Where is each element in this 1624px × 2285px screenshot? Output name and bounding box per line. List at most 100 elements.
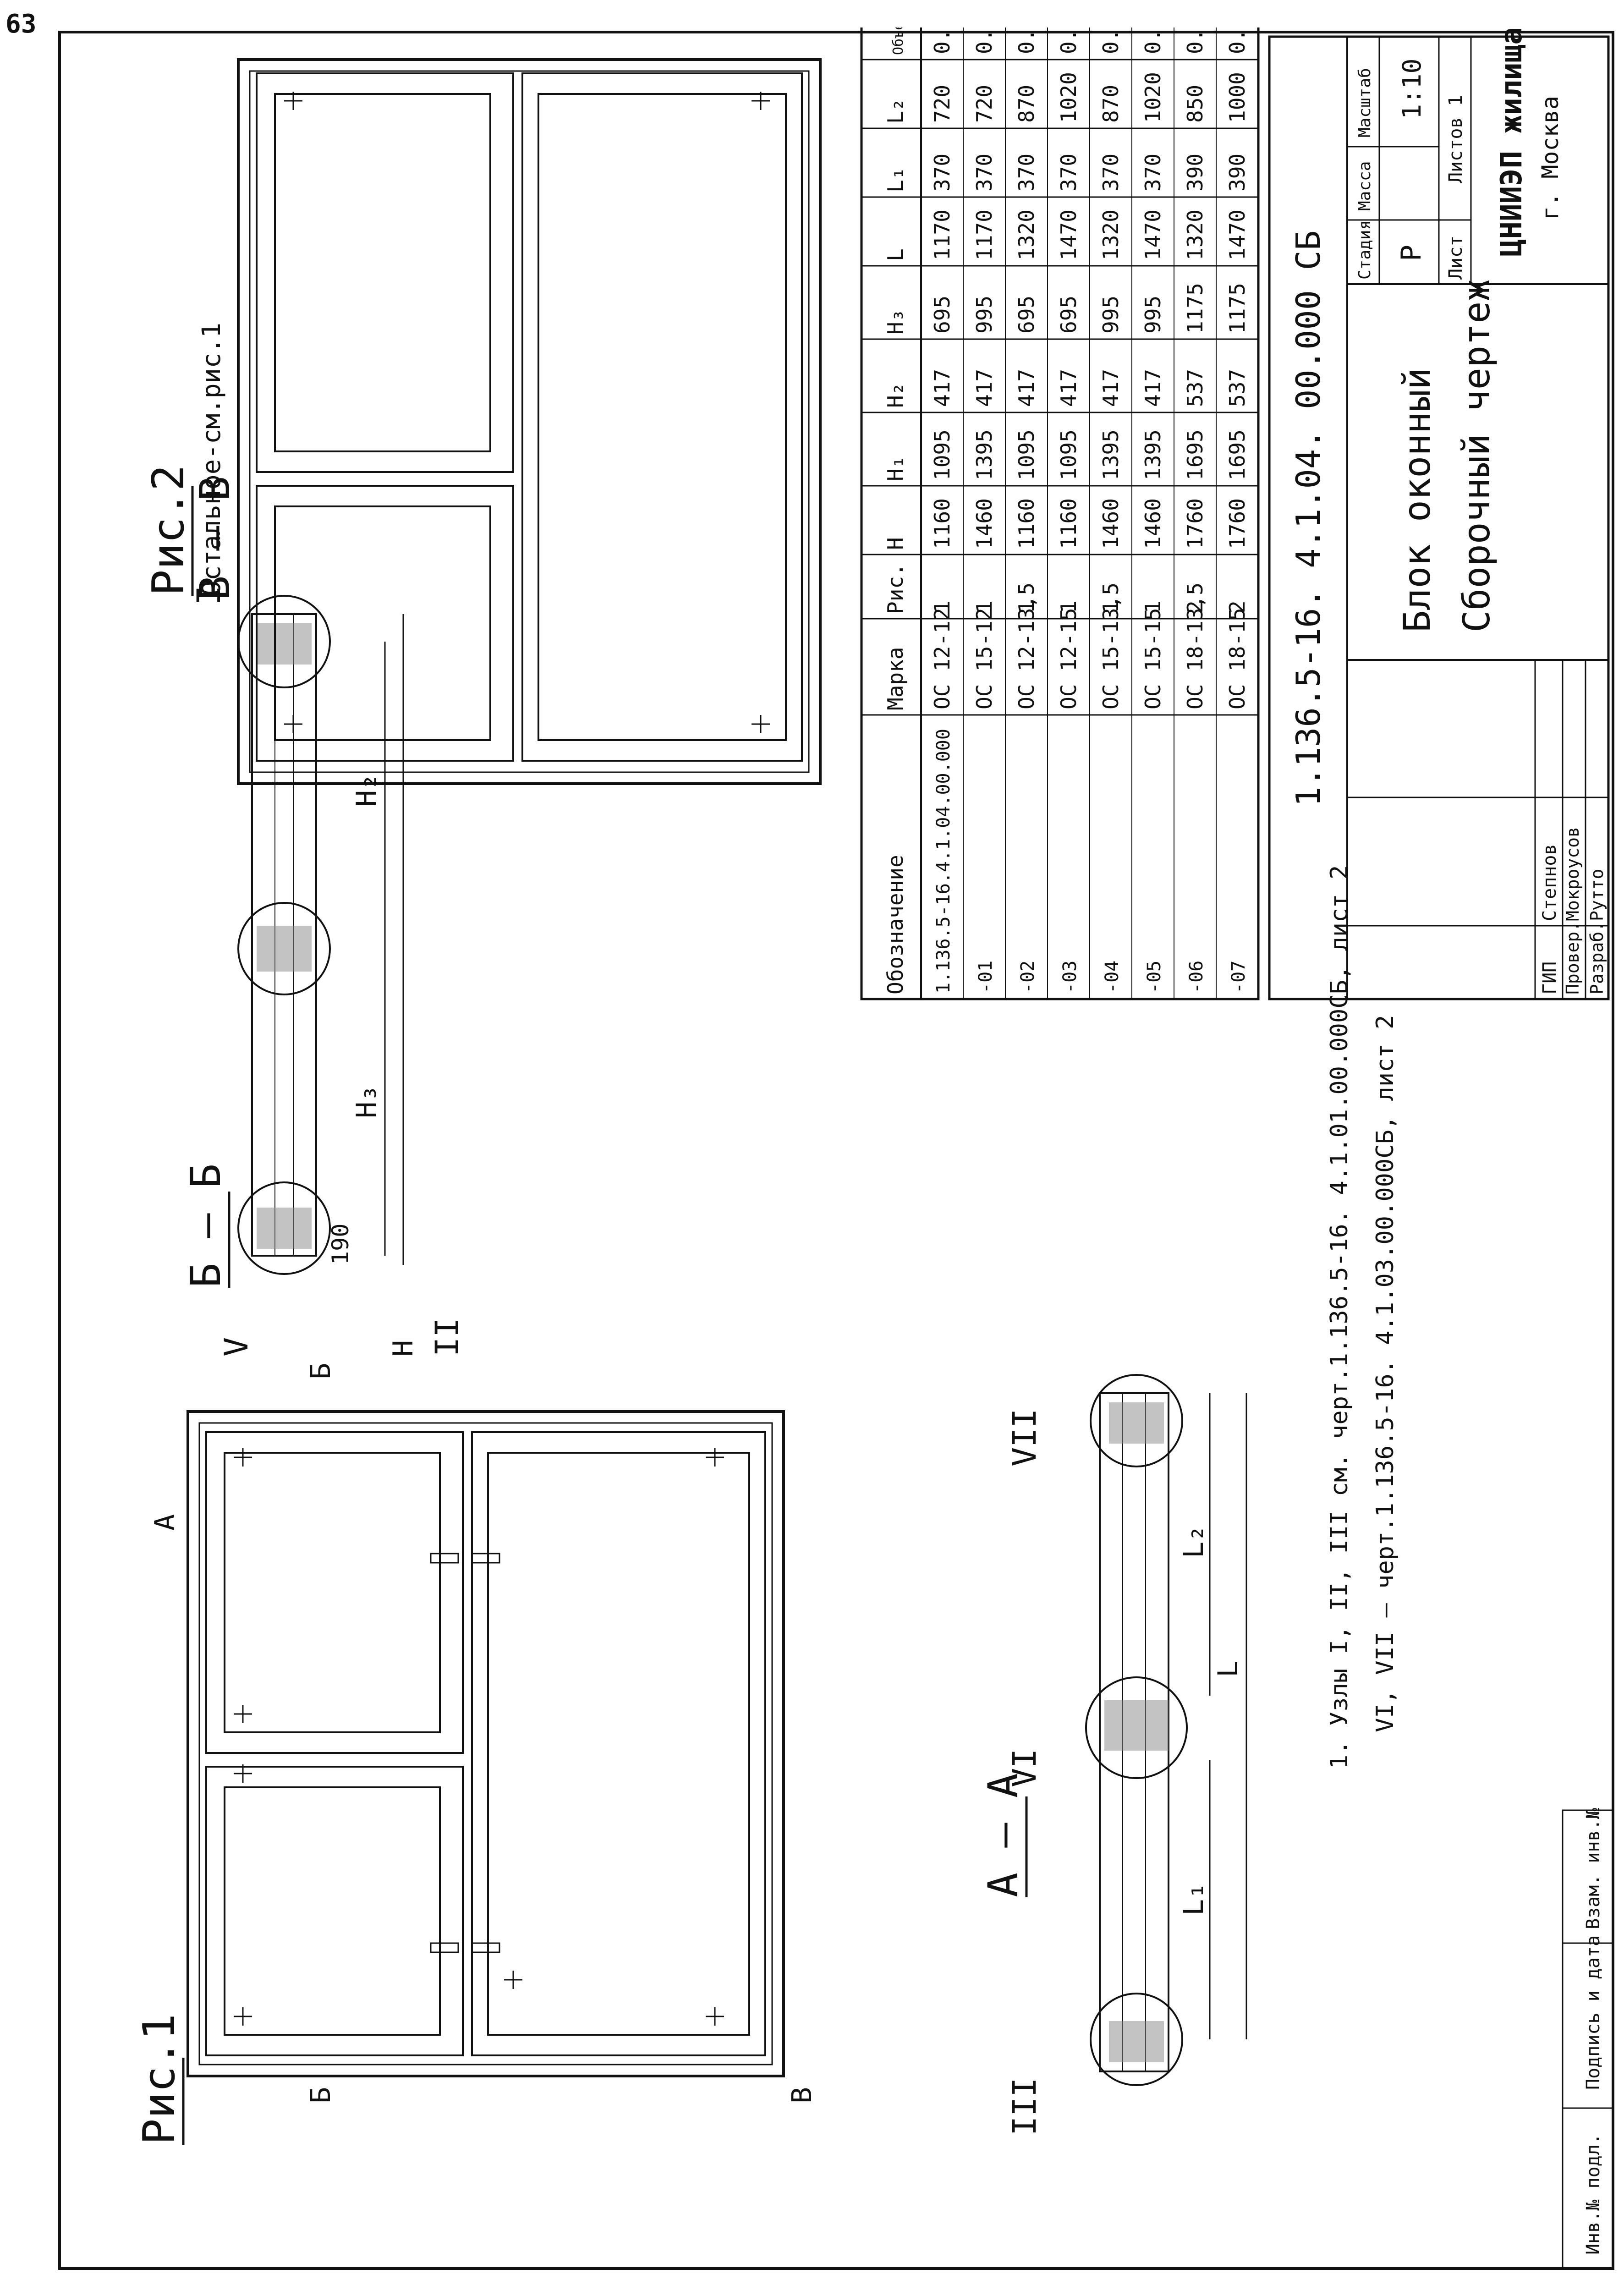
dim-h: Н [387, 1340, 419, 1357]
note-1: 1. Узлы I, II, III см. черт.1.136.5-16. … [1326, 865, 1353, 1769]
spec-cell: 1470 [1225, 209, 1250, 260]
notes: 1. Узлы I, II, III см. черт.1.136.5-16. … [1326, 865, 1399, 1769]
spec-cell: ОС 12-15 [1056, 608, 1081, 709]
spec-header-1: Марка [883, 647, 908, 710]
spec-header-9: L₂ [883, 99, 908, 124]
cut-b-marker-top: Б [305, 2087, 337, 2104]
scale-value: 1:10 [1397, 59, 1426, 119]
spec-cell: 390 [1225, 154, 1250, 192]
spec-cell: 1170 [972, 209, 997, 260]
spec-cell: 0.0965 [1183, 27, 1207, 54]
spec-cell: 1 [930, 600, 955, 613]
spec-cell: ОС 15-12 [972, 608, 997, 709]
stage-label: Стадия [1355, 220, 1374, 280]
spec-cell: 1160 [930, 498, 955, 549]
spec-cell: 1095 [1056, 429, 1081, 480]
spec-cell: 720 [972, 85, 997, 123]
spec-cell: 1160 [1014, 498, 1039, 549]
spec-cell: 370 [972, 154, 997, 192]
spec-cell: ОС 18-13,5 [1183, 582, 1207, 709]
section-bb-label: Б – Б [182, 1164, 230, 1288]
spec-cell: 0.0606 [930, 27, 955, 54]
spec-cell: 995 [972, 296, 997, 334]
spec-cell: ОС 12-12 [930, 608, 955, 709]
spec-cell: 2 [1183, 600, 1207, 613]
title-line-1: Блок оконный [1396, 368, 1438, 632]
stage-value: Р [1395, 245, 1427, 261]
spec-cell: 370 [1014, 154, 1039, 192]
role-3-name: Рутто [1587, 869, 1607, 921]
spec-header-0: Обозначение [883, 855, 908, 994]
rotated-drawing: Рис. 1 [55, 27, 1618, 2273]
dim-l2: L₂ [1178, 1525, 1210, 1558]
dim-h2: Н₂ [351, 774, 383, 807]
role-3: Разраб. [1587, 921, 1607, 994]
spec-cell: 1320 [1014, 209, 1039, 260]
spec-cell: 1760 [1183, 498, 1207, 549]
sheet-frame [58, 31, 1614, 2270]
spec-cell: 1460 [1098, 498, 1123, 549]
spec-cell: 1470 [1056, 209, 1081, 260]
scale-label: Масштаб [1355, 68, 1374, 137]
spec-cell: 1460 [1141, 498, 1165, 549]
node-ii: II [428, 1318, 466, 1357]
note-2: VI, VII – черт.1.136.5-16. 4.1.03.00.000… [1372, 1015, 1399, 1732]
spec-cell: 1 [1098, 600, 1123, 613]
spec-cell: 870 [1098, 85, 1123, 123]
spec-cell: 0.064 [1014, 27, 1039, 54]
spec-cell: 1.136.5-16.4.1.04.00.000 [933, 729, 954, 994]
page-number: 63 [5, 9, 37, 39]
node-vi: VI [1006, 1749, 1043, 1787]
sheets-label: Листов 1 [1445, 95, 1466, 183]
spec-cell: 1000 [1225, 72, 1250, 123]
spec-cell: 370 [1141, 154, 1165, 192]
spec-cell: 1395 [1098, 429, 1123, 480]
spec-cell: 1320 [1098, 209, 1123, 260]
spec-cell: 417 [972, 369, 997, 407]
dim-l1: L₁ [1178, 1883, 1210, 1916]
spec-cell: -05 [1144, 961, 1165, 994]
org-city: г. Москва [1537, 96, 1564, 220]
spec-cell: 1 [1014, 600, 1039, 613]
spec-header-4: Н₁ [883, 456, 908, 481]
figure2-note: Остальное-см.рис.1 [197, 323, 226, 596]
spec-cell: 1 [1056, 600, 1081, 613]
spec-cell: 1460 [972, 498, 997, 549]
spec-cell: 1 [972, 600, 997, 613]
spec-cell: 995 [1098, 296, 1123, 334]
stamp-sign-date: Подпись и дата [1583, 1935, 1604, 2090]
cut-v-marker: В [786, 2087, 818, 2104]
cut-a-marker: А [149, 1514, 181, 1531]
spec-cell: 0.066 [1056, 27, 1081, 54]
spec-cell: 1470 [1141, 209, 1165, 260]
spec-cell: 870 [1014, 85, 1039, 123]
role-1: ГИП [1539, 961, 1560, 994]
spec-cell: -06 [1186, 961, 1207, 994]
spec-cell: 370 [1056, 154, 1081, 192]
dim-190: 190 [327, 1224, 354, 1265]
spec-cell: ОС 15-15 [1141, 608, 1165, 709]
spec-cell: 1395 [972, 429, 997, 480]
spec-cell: 1160 [1056, 498, 1081, 549]
spec-cell: 1320 [1183, 209, 1207, 260]
spec-header-8: L₁ [883, 167, 908, 192]
dim-h3: Н₃ [351, 1085, 383, 1118]
spec-cell: 537 [1183, 369, 1207, 407]
spec-header-2: Рис. [883, 563, 908, 614]
spec-cell: 1695 [1225, 429, 1250, 480]
spec-cell: 2 [1225, 600, 1250, 613]
cut-b-marker-bottom: Б [305, 1363, 337, 1379]
figure-1: Рис.1 [134, 1363, 818, 2145]
sheet-label: Лист [1445, 236, 1466, 280]
spec-header-3: Н [883, 537, 908, 550]
stamp-inv-orig: Инв.№ подл. [1583, 2133, 1604, 2255]
stamp-inv-replace: Взам. инв.№ [1583, 1808, 1604, 1929]
node-i: I [190, 586, 228, 605]
role-2: Провер. [1563, 921, 1583, 994]
spec-cell: 417 [930, 369, 955, 407]
spec-header-5: Н₂ [883, 383, 908, 408]
org-name: ЦНИИЭП жилища [1495, 27, 1529, 257]
spec-cell: 1175 [1225, 283, 1250, 334]
